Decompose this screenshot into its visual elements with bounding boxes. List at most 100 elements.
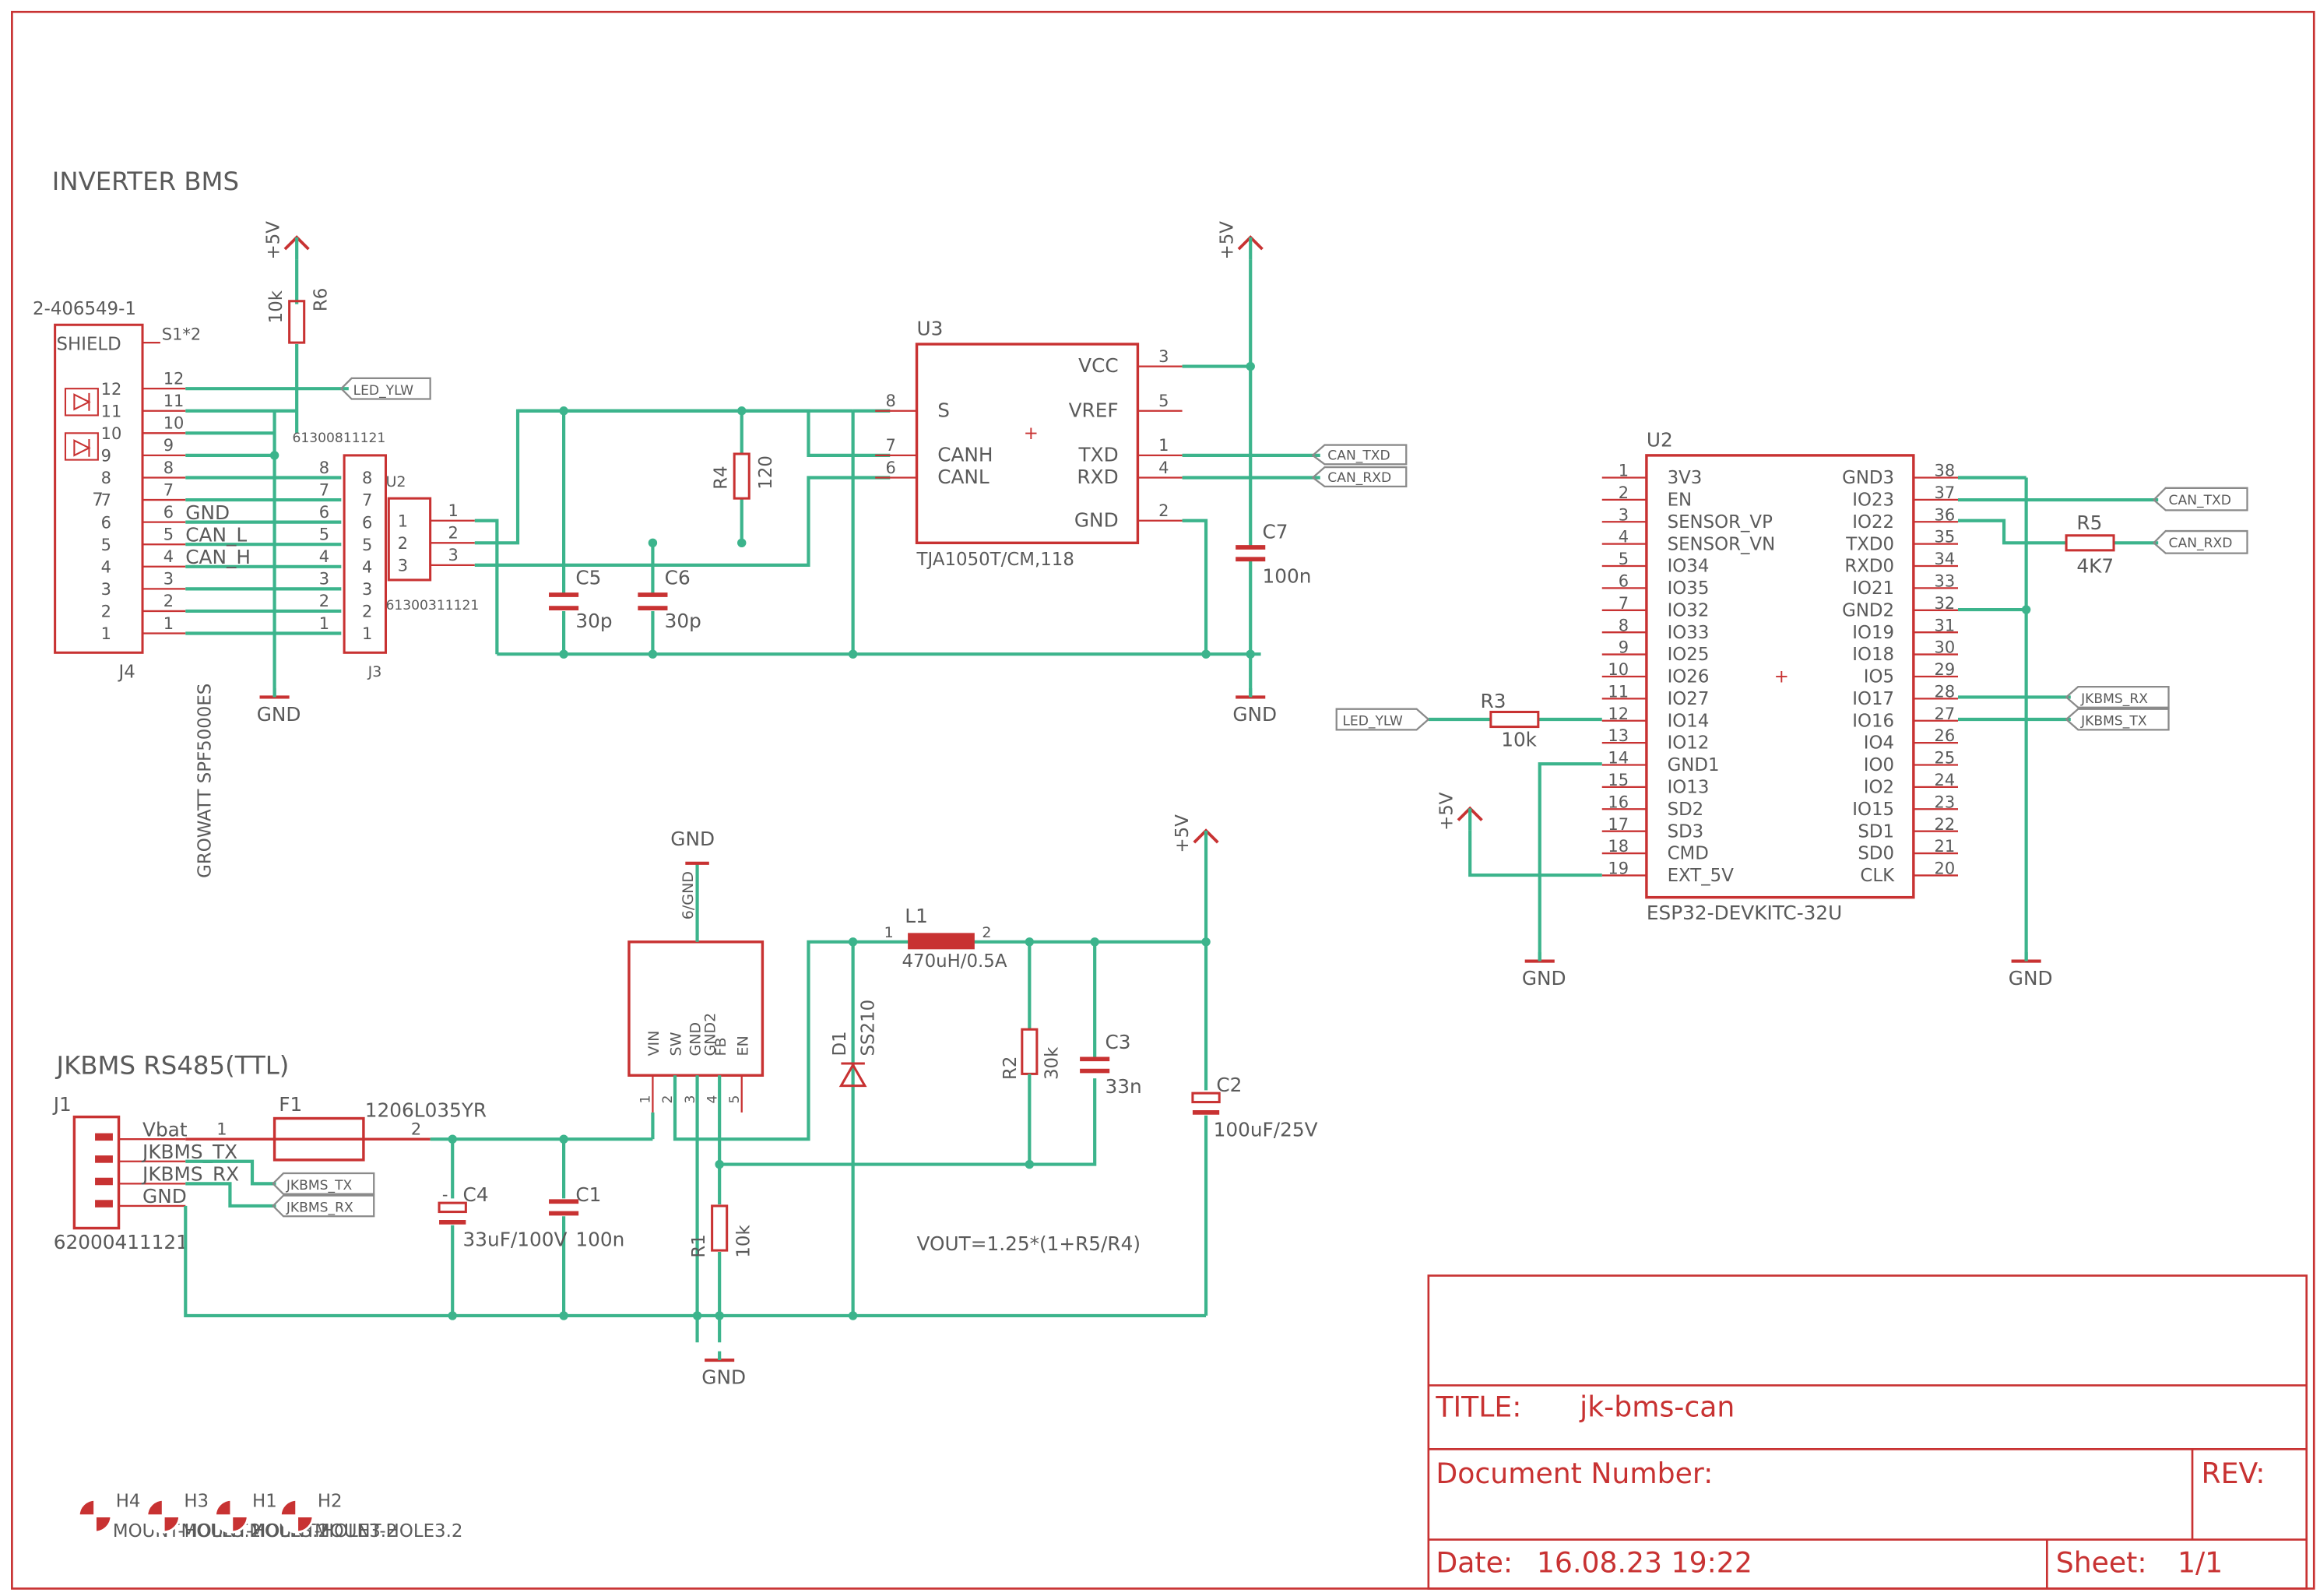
- u2-pin-io32: IO32: [1668, 600, 1710, 620]
- r5-ref: R5: [2076, 511, 2102, 534]
- mount-hole-ref: H4: [116, 1492, 141, 1512]
- u2-pin-num-15: 15: [1608, 771, 1629, 789]
- net-flag-led-ylw-left: LED_YLW: [339, 377, 431, 400]
- u2conn-left-pin-7: 7: [319, 480, 329, 499]
- c1-ref: C1: [575, 1183, 601, 1206]
- plus5v-symbol: +5V: [1436, 792, 1483, 831]
- u2-pin-num-19: 19: [1608, 860, 1629, 878]
- r1-resistor: R1 10k: [689, 1204, 754, 1258]
- net-flag-can-rxd-text: CAN_RXD: [1327, 470, 1391, 486]
- plus5v-label: +5V: [1436, 792, 1457, 831]
- plus5v-symbol: +5V: [263, 221, 310, 260]
- u2-pin-num-1: 1: [1619, 462, 1629, 480]
- r2-ref: R2: [1000, 1056, 1021, 1080]
- tb-date-label: Date:: [1436, 1546, 1513, 1580]
- j4-inner-pin-11: 11: [101, 402, 122, 420]
- r6-ref: R6: [311, 288, 331, 311]
- u2-pin-num-10: 10: [1608, 660, 1629, 679]
- u2-pin-num-8: 8: [1619, 616, 1629, 635]
- l1-pin2: 2: [982, 924, 991, 941]
- can-wires: [474, 406, 1261, 659]
- u3-part: TJA1050T/CM,118: [916, 550, 1074, 570]
- j1-pin-jkbms-rx: JKBMS_RX: [141, 1163, 239, 1186]
- u2-pin-io21: IO21: [1852, 578, 1894, 599]
- reg-pin-en: EN: [734, 1035, 751, 1056]
- j1-ref: J1: [52, 1093, 72, 1116]
- u3-pin-num-8: 8: [886, 392, 896, 410]
- u2-pin-num-29: 29: [1935, 660, 1956, 679]
- u2conn-left-pin-1: 1: [319, 614, 329, 633]
- l1-pin1: 1: [884, 924, 894, 941]
- u2-pin-num-3: 3: [1619, 505, 1629, 524]
- j4-inner-pin-3: 3: [101, 580, 111, 599]
- u2conn-pin-8: 8: [362, 469, 372, 487]
- r6-resistor: 10k R6: [266, 259, 331, 344]
- j4-pin-8: 8: [163, 459, 174, 477]
- mount-hole-ref: H2: [318, 1492, 343, 1512]
- net-flag-led-ylw-esp: LED_YLW: [1335, 708, 1430, 731]
- j3-pin-1: 1: [398, 511, 408, 530]
- net-flag-can-txd: CAN_TXD: [1311, 444, 1408, 466]
- u2-pin-io15: IO15: [1852, 800, 1894, 820]
- u2-pin-gnd1: GND1: [1668, 755, 1720, 775]
- c5-ref: C5: [575, 567, 601, 589]
- c7-ref: C7: [1262, 521, 1288, 543]
- u2-pin-num-11: 11: [1608, 682, 1629, 701]
- plus5v-symbol: +5V: [1217, 221, 1264, 260]
- u2-pin-io16: IO16: [1852, 711, 1894, 731]
- u2conn-left-pin-4: 4: [319, 547, 329, 566]
- j3-pin-3: 3: [398, 557, 408, 575]
- j4-ref: J4: [118, 663, 135, 683]
- c6-ref: C6: [665, 567, 691, 589]
- f1-fuse: F1 1206L035YR 1 2: [185, 1093, 487, 1162]
- ground-symbol: GND: [1522, 952, 1566, 990]
- j3-wire-pin-2: 2: [448, 524, 459, 543]
- u2-pin-num-5: 5: [1619, 550, 1629, 568]
- u2-pin-io4: IO4: [1864, 733, 1894, 754]
- title-block: TITLE: jk-bms-can Document Number: REV: …: [1427, 1274, 2308, 1590]
- reg-pin-num-5: 5: [727, 1095, 743, 1104]
- ground-symbol: GND: [257, 688, 301, 726]
- reg-pin-fb: FB: [712, 1037, 729, 1056]
- u2-pin-sd3: SD3: [1668, 821, 1704, 842]
- net-flag-jkbms-tx-esp: JKBMS_TX: [2065, 708, 2170, 731]
- mount-hole-text: MOUNT-HOLE3.2: [249, 1521, 397, 1542]
- j4-pin-3: 3: [163, 570, 174, 589]
- u2conn-pin-7: 7: [362, 491, 372, 510]
- r5-value: 4K7: [2076, 554, 2114, 577]
- u2conn-left-pin-3: 3: [319, 570, 329, 589]
- sheet-frame: [11, 10, 2315, 1590]
- plus5v-label: +5V: [1172, 814, 1193, 853]
- u3-pin-s: S: [937, 399, 950, 421]
- j4-inner-pin-8: 8: [101, 469, 111, 487]
- u2-pin-sd1: SD1: [1858, 821, 1894, 842]
- plus5v-label: +5V: [263, 221, 283, 260]
- j4-inner-pin-6: 6: [101, 513, 111, 532]
- net-flag-can-txd-text: CAN_TXD: [1327, 448, 1390, 464]
- net-flag-can-rxd-esp-text: CAN_RXD: [2169, 536, 2233, 551]
- net-flag-jkbms-rx-j1-text: JKBMS_RX: [286, 1201, 353, 1216]
- net-flag-jkbms-tx-j1-text: JKBMS_TX: [286, 1178, 353, 1193]
- j4-s1-label: S1*2: [162, 325, 201, 343]
- j1-pin-gnd: GND: [142, 1185, 187, 1208]
- net-flag-led-ylw-esp-text: LED_YLW: [1342, 714, 1403, 729]
- c4-capacitor: - C4 33uF/100V: [438, 1183, 568, 1250]
- u2-pin-num-28: 28: [1935, 682, 1956, 701]
- c5-capacitor: C5 30p: [549, 567, 613, 632]
- u3-pin-num-4: 4: [1158, 459, 1169, 477]
- u2conn-left-pin-8: 8: [319, 459, 329, 477]
- net-flag-can-txd-esp: CAN_TXD: [2152, 487, 2248, 511]
- u2conn-left-pin-2: 2: [319, 592, 329, 610]
- u2-pin-clk: CLK: [1860, 866, 1895, 886]
- c4-value: 33uF/100V: [463, 1228, 568, 1250]
- j4-inner-pin-10: 10: [101, 424, 122, 443]
- f1-value: 1206L035YR: [365, 1099, 487, 1122]
- gnd-label: GND: [1232, 703, 1277, 726]
- r2-value: 30k: [1042, 1046, 1063, 1080]
- u2-pin-sd2: SD2: [1668, 800, 1704, 820]
- vout-formula: VOUT=1.25*(1+R5/R4): [917, 1232, 1141, 1255]
- j1-part: 62000411121: [54, 1231, 188, 1253]
- gnd-label: GND: [2009, 967, 2053, 990]
- reg-pin-sw: SW: [668, 1032, 685, 1056]
